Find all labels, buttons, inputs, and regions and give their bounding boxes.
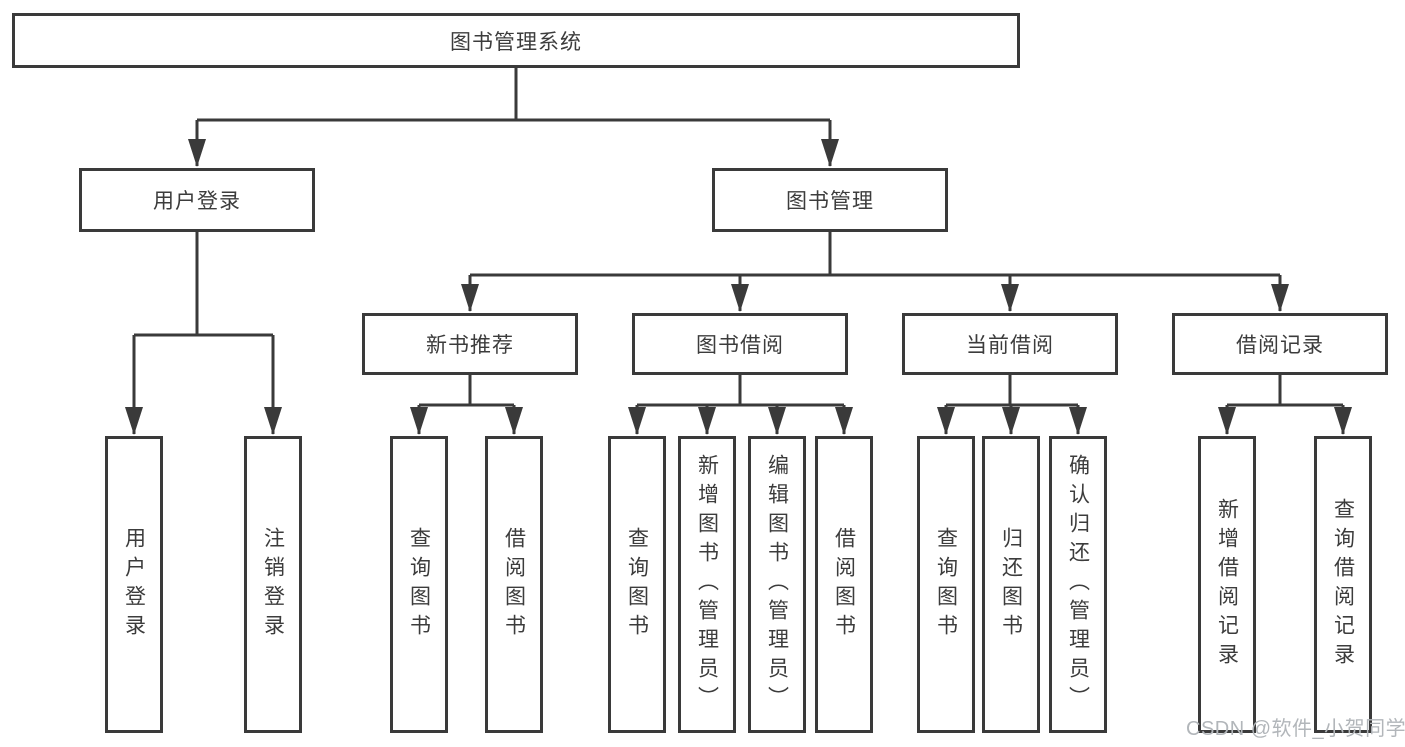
node-current-borrow: 当前借阅 — [902, 313, 1118, 375]
node-user-login: 用户登录 — [79, 168, 315, 232]
node-book-mgmt-label: 图书管理 — [786, 190, 874, 213]
node-leaf-br-add-record-label: 新增借阅记录 — [1215, 497, 1239, 672]
node-leaf-nbr-borrow-books: 借阅图书 — [485, 436, 543, 733]
node-leaf-cb-return-books-label: 归还图书 — [999, 526, 1023, 643]
node-leaf-user-login-label: 用户登录 — [122, 526, 146, 643]
node-book-borrow: 图书借阅 — [632, 313, 848, 375]
node-leaf-bb-add-books-admin: 新增图书（管理员） — [678, 436, 736, 733]
node-borrow-records-label: 借阅记录 — [1236, 334, 1324, 357]
node-leaf-cb-return-books: 归还图书 — [982, 436, 1040, 733]
node-leaf-bb-query-books: 查询图书 — [608, 436, 666, 733]
csdn-watermark: CSDN @软件_小贺同学 — [1186, 718, 1405, 740]
node-leaf-bb-edit-books-admin: 编辑图书（管理员） — [748, 436, 806, 733]
node-book-mgmt: 图书管理 — [712, 168, 948, 232]
node-leaf-logout-label: 注销登录 — [261, 526, 285, 643]
node-leaf-nbr-borrow-books-label: 借阅图书 — [502, 526, 526, 643]
node-leaf-bb-edit-books-admin-label: 编辑图书（管理员） — [765, 454, 789, 715]
node-leaf-logout: 注销登录 — [244, 436, 302, 733]
node-leaf-cb-confirm-return-admin: 确认归还（管理员） — [1049, 436, 1107, 733]
node-current-borrow-label: 当前借阅 — [966, 334, 1054, 357]
node-leaf-bb-query-books-label: 查询图书 — [625, 526, 649, 643]
node-leaf-bb-borrow-books: 借阅图书 — [815, 436, 873, 733]
node-leaf-cb-confirm-return-admin-label: 确认归还（管理员） — [1066, 454, 1090, 715]
node-leaf-br-query-record: 查询借阅记录 — [1314, 436, 1372, 733]
node-leaf-br-query-record-label: 查询借阅记录 — [1331, 497, 1355, 672]
node-new-book-rec-label: 新书推荐 — [426, 334, 514, 357]
node-leaf-bb-borrow-books-label: 借阅图书 — [832, 526, 856, 643]
node-leaf-user-login: 用户登录 — [105, 436, 163, 733]
node-leaf-cb-query-books: 查询图书 — [917, 436, 975, 733]
node-root: 图书管理系统 — [12, 13, 1020, 68]
node-new-book-rec: 新书推荐 — [362, 313, 578, 375]
node-leaf-bb-add-books-admin-label: 新增图书（管理员） — [695, 454, 719, 715]
node-borrow-records: 借阅记录 — [1172, 313, 1388, 375]
node-leaf-cb-query-books-label: 查询图书 — [934, 526, 958, 643]
node-root-label: 图书管理系统 — [450, 30, 582, 54]
node-leaf-nbr-query-books: 查询图书 — [390, 436, 448, 733]
node-user-login-label: 用户登录 — [153, 190, 241, 213]
node-leaf-br-add-record: 新增借阅记录 — [1198, 436, 1256, 733]
node-leaf-nbr-query-books-label: 查询图书 — [407, 526, 431, 643]
node-book-borrow-label: 图书借阅 — [696, 334, 784, 357]
